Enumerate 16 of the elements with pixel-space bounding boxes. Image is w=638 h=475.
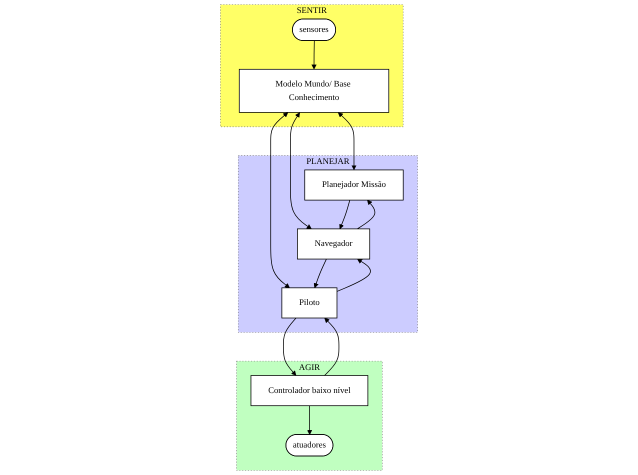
node-box: Modelo Mundo/ Base Conhecimento [238,68,390,113]
arrow [338,112,357,170]
arrow [312,40,317,70]
arrow [357,200,376,230]
arrow [336,258,371,292]
node-box: Navegador [297,228,370,260]
arrow [324,318,340,376]
arrow [282,318,296,376]
arrow [307,405,312,435]
arrow [314,258,327,288]
node-box: Controlador baixo nível [250,375,368,406]
arrow [290,112,312,230]
arrow [270,112,290,288]
node-box: Planejador Missão [304,170,404,200]
node-box: Piloto [281,287,338,318]
arrow [339,200,350,230]
